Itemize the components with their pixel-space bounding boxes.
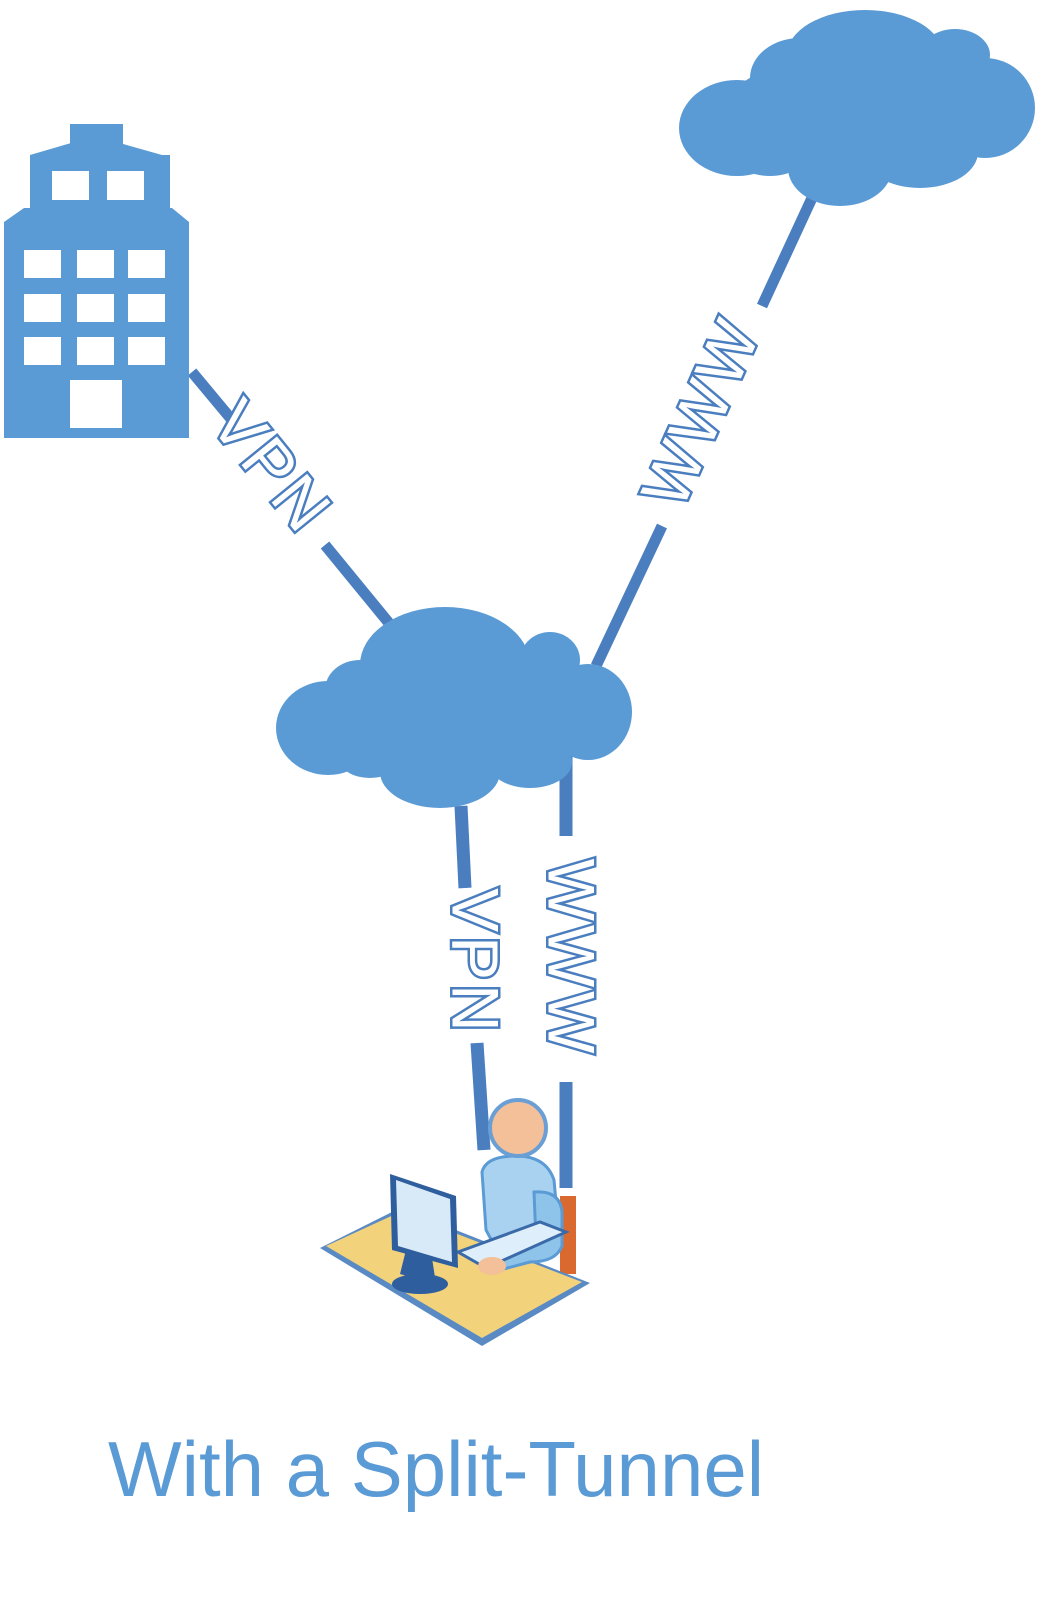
user-www-label: WWW	[535, 859, 609, 1058]
vpn-link-line-lower	[320, 541, 398, 632]
user-vpn-line-lower	[470, 1042, 491, 1151]
link-internet-www: WWW	[591, 195, 817, 669]
hand-icon	[478, 1257, 506, 1275]
user-vpn-line-upper	[454, 805, 472, 889]
www-link-label-internet: WWW	[627, 306, 775, 518]
person-head-icon	[488, 1098, 548, 1158]
link-user-www: WWW	[532, 724, 611, 1188]
www-link-line-lower	[591, 523, 667, 669]
user-vpn-label: VPN	[439, 888, 513, 1036]
remote-user-workstation-icon	[320, 1098, 590, 1346]
keyboard-icon	[454, 1220, 570, 1270]
www-link-line-upper	[757, 195, 817, 309]
internet-cloud-icon	[679, 10, 1035, 206]
link-office-vpn: VPN	[187, 368, 398, 632]
vpn-link-line-upper	[187, 368, 237, 424]
chair-icon	[560, 1196, 576, 1274]
isp-cloud-icon	[276, 607, 632, 808]
office-building-icon	[4, 124, 189, 438]
link-user-vpn: VPN	[436, 805, 515, 1151]
diagram-caption: With a Split-Tunnel	[108, 1425, 764, 1513]
